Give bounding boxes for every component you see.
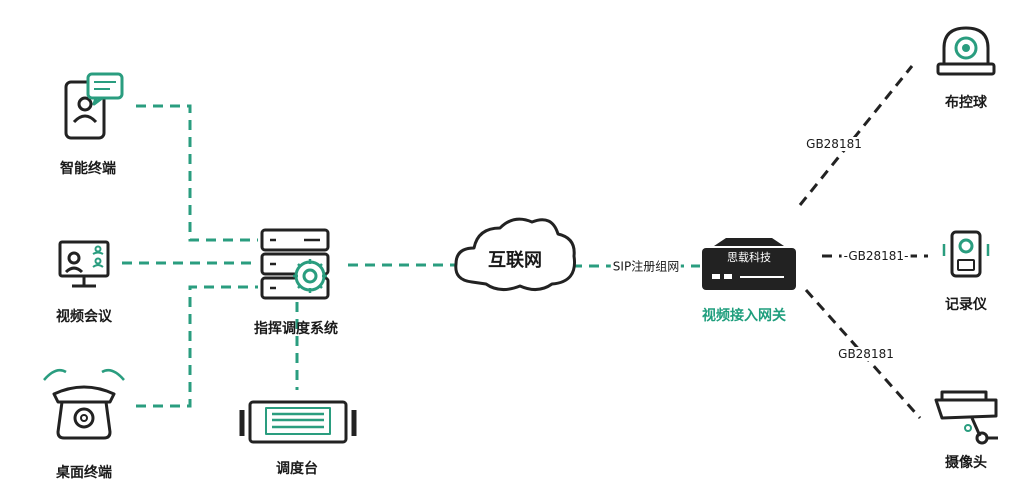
- video-conference-label: 视频会议: [56, 309, 112, 325]
- ptz-camera-label: 布控球: [945, 95, 987, 111]
- body-recorder-icon: [942, 230, 990, 278]
- dispatch-system-label: 指挥调度系统: [254, 321, 338, 337]
- sip-link-label: SIP注册组网: [610, 257, 682, 275]
- right-links: [798, 65, 928, 419]
- recorder-label: 记录仪: [945, 297, 987, 313]
- link-ptz: [798, 65, 914, 206]
- dome-camera-icon: [936, 26, 996, 76]
- server-gear-icon: [260, 228, 330, 300]
- gateway-label: 视频接入网关: [702, 308, 786, 324]
- dispatch-console-label: 调度台: [276, 461, 318, 477]
- phone-chat-icon: [64, 72, 124, 140]
- gateway-brand-label: 思载科技: [727, 251, 771, 264]
- bullet-camera-icon: [934, 390, 998, 445]
- gb-bottom-link-label: GB28181: [836, 347, 896, 361]
- camera-label: 摄像头: [945, 455, 987, 471]
- gb-top-link-label: GB28181: [804, 137, 864, 151]
- gb-mid-link-label: -GB28181-: [841, 249, 911, 263]
- desk-phone-icon: [43, 369, 125, 440]
- gateway-device-icon: [702, 238, 796, 290]
- link-smart-terminal: [136, 104, 258, 242]
- link-desktop-terminal: [136, 285, 258, 408]
- desktop-terminal-label: 桌面终端: [56, 465, 112, 481]
- left-links: [122, 104, 700, 408]
- console-keyboard-icon: [239, 400, 357, 444]
- monitor-conference-icon: [58, 240, 110, 288]
- internet-label: 互联网: [488, 250, 542, 271]
- cloud-icon: [454, 217, 577, 291]
- smart-terminal-label: 智能终端: [60, 161, 116, 177]
